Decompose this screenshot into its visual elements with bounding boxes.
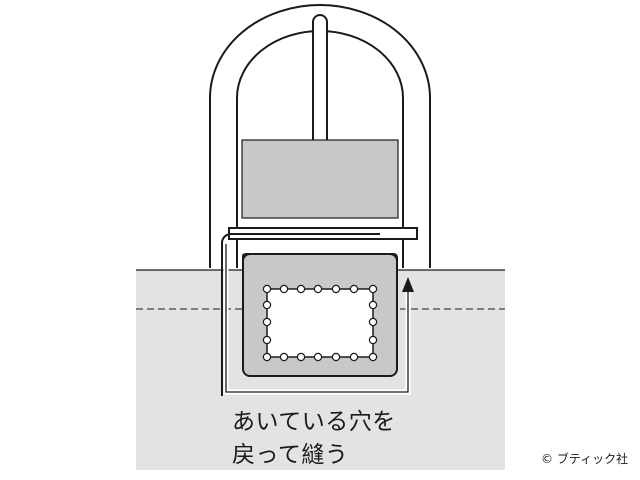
- stitch-hole: [262, 352, 272, 362]
- stitch-hole: [296, 352, 306, 362]
- stitch-hole: [349, 352, 359, 362]
- stitch-hole: [262, 317, 272, 327]
- instruction-line-1: あいている穴を: [232, 409, 396, 435]
- stitch-hole: [262, 335, 272, 345]
- stitch-hole: [331, 284, 341, 294]
- stitch-hole: [313, 352, 323, 362]
- buckle-icon: [209, 4, 431, 268]
- stitch-hole: [279, 352, 289, 362]
- stitch-hole: [279, 284, 289, 294]
- instruction-line-2: 戻って縫う: [232, 442, 349, 468]
- stitch-hole: [368, 300, 378, 310]
- stitch-hole: [368, 284, 378, 294]
- stitch-hole: [368, 352, 378, 362]
- copyright-credit: © ブティック社: [541, 452, 629, 466]
- stitch-hole: [313, 284, 323, 294]
- stitch-hole: [368, 317, 378, 327]
- strap-tab: [221, 233, 398, 396]
- stitch-hole: [296, 284, 306, 294]
- stitch-hole: [331, 352, 341, 362]
- stitch-hole: [349, 284, 359, 294]
- stitch-hole: [262, 300, 272, 310]
- stitch-hole: [262, 284, 272, 294]
- stitch-holes: [262, 284, 378, 362]
- stitch-arrow-icon: [223, 244, 414, 395]
- stitch-hole: [368, 335, 378, 345]
